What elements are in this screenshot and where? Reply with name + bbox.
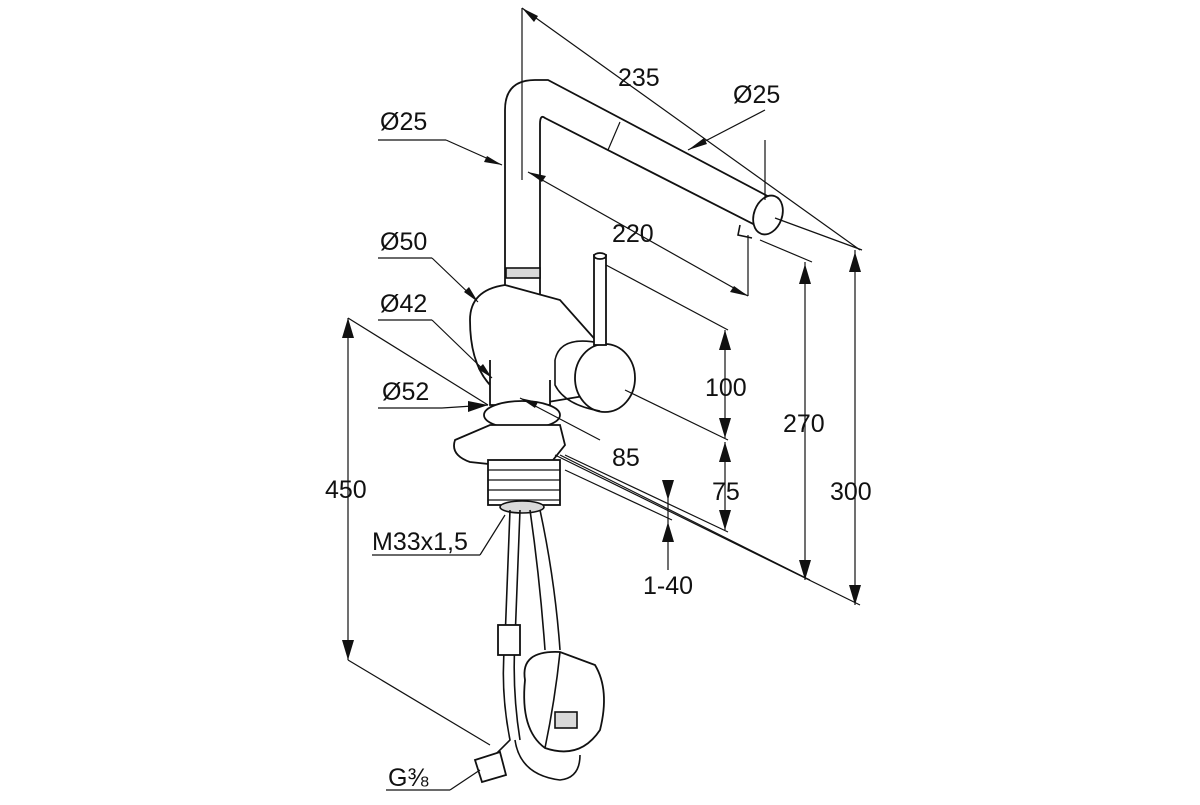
deck-plate [453, 424, 566, 471]
hose-weight [523, 651, 605, 753]
faucet-illustration [453, 79, 784, 784]
label-pipe-diameter: Ø25 [380, 108, 427, 136]
label-300: 300 [830, 478, 872, 506]
lever-knob [574, 343, 636, 413]
label-450: 450 [325, 476, 367, 504]
threaded-shank [487, 459, 561, 506]
label-75: 75 [712, 478, 740, 506]
label-body-diameter: Ø50 [380, 228, 427, 256]
dimension-lines [342, 7, 863, 791]
hose-clip [497, 624, 521, 656]
hose-loop [514, 739, 581, 781]
riser-band [505, 267, 541, 279]
g38-connector [473, 750, 508, 784]
label-flange-diameter: Ø52 [382, 378, 429, 406]
label-100: 100 [705, 374, 747, 402]
spray-band [607, 121, 621, 151]
label-connection: G⅜ [388, 764, 428, 792]
label-thread: M33x1,5 [372, 528, 468, 556]
knob-edge2 [554, 360, 601, 412]
label-85: 85 [612, 444, 640, 472]
label-spout-diameter: Ø25 [733, 81, 780, 109]
lever-top [593, 252, 607, 260]
label-1-40: 1-40 [643, 572, 693, 600]
lever-handle [593, 254, 607, 346]
weight-clip [554, 711, 578, 729]
dimension-labels: 235 Ø25 Ø25 220 Ø50 Ø42 Ø52 100 270 300 … [325, 64, 872, 792]
label-270: 270 [783, 410, 825, 438]
spout-riser [504, 79, 777, 301]
aerator [737, 224, 753, 239]
shank-end [499, 500, 545, 514]
label-base-diameter: Ø42 [380, 290, 427, 318]
spray-hose-b [539, 509, 561, 651]
label-220: 220 [612, 220, 654, 248]
label-235: 235 [618, 64, 660, 92]
spray-hose [529, 509, 546, 651]
